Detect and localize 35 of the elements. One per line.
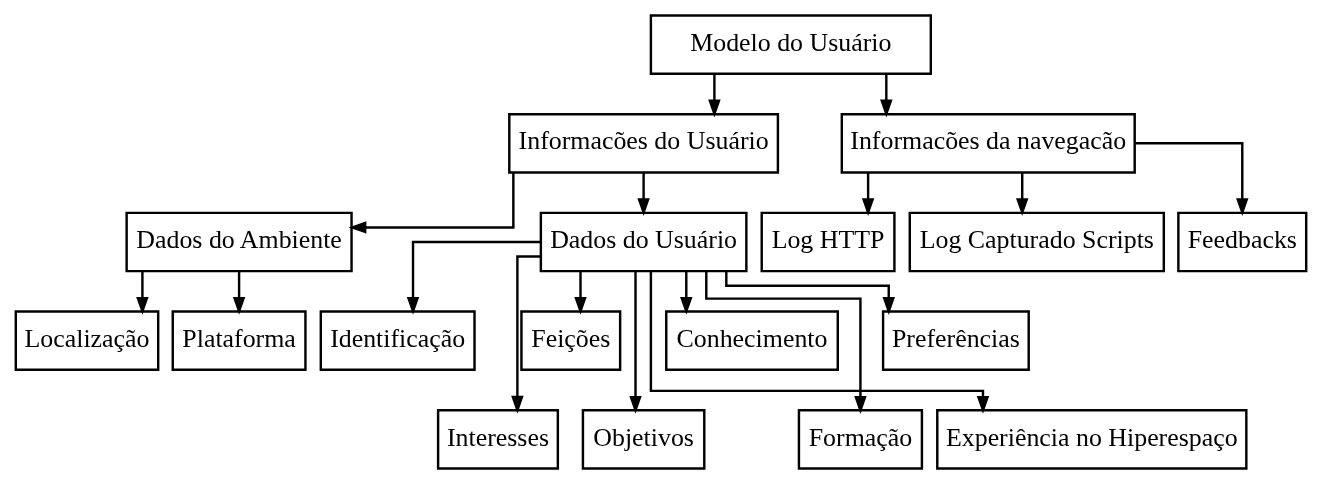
arrow [574,271,587,315]
arrow [725,271,895,315]
node-box: Localização [14,310,160,372]
arrow [232,271,246,315]
arrow [406,240,541,315]
arrow [680,271,693,315]
arrow [1016,172,1029,217]
arrow [511,255,541,414]
node-box: Informacões do Usuário [508,112,780,174]
node-box: Conhecimento [665,310,839,372]
arrow [708,74,721,118]
arrow [348,172,515,234]
node-box: Log HTTP [760,211,896,273]
node-box: Feedbacks [1177,211,1308,273]
node-box: Formação [797,409,924,470]
arrow [637,172,650,217]
node-box: Dados do Usuário [539,211,748,273]
arrow [1135,142,1249,217]
node-box: Objetivos [581,409,706,470]
node-box: Log Capturado Scripts [908,211,1166,273]
node-box: Experiência no Hiperespaço [936,409,1248,470]
node-box: Informacões da navegacão [840,112,1136,174]
arrow [136,271,149,315]
node-box: Preferências [881,310,1030,372]
node-box: Feições [520,310,622,372]
node-box: Plataforma [171,310,307,372]
node-box: Dados do Ambiente [125,211,353,273]
arrow [649,271,990,414]
arrow [880,74,893,118]
arrow [705,271,867,414]
arrow [629,271,642,414]
node-box: Modelo do Usuário [649,14,933,75]
arrow [861,172,875,217]
node-box: Interesses [436,409,560,470]
node-box: Identificação [319,310,476,372]
